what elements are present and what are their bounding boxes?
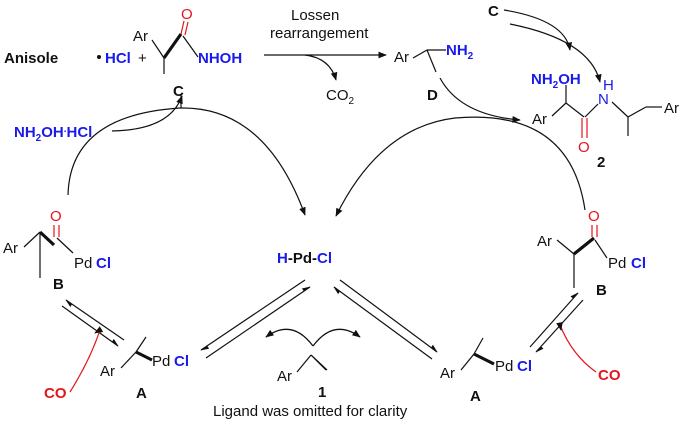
- n-label: N: [598, 91, 609, 108]
- acyl-pd-b-right: Ar O Pd Cl B: [537, 208, 646, 299]
- cl-label-right: Cl: [631, 255, 646, 272]
- cl-label-a-right: Cl: [517, 358, 532, 375]
- label-b-right: B: [596, 282, 607, 299]
- dot-bullet: [97, 55, 101, 59]
- o-label-b-right: O: [588, 208, 600, 225]
- h-label-amide: H: [603, 77, 614, 94]
- ar-label: Ar: [100, 363, 115, 380]
- o-label-top: O: [181, 6, 193, 23]
- hpdcl-label: H-Pd-Cl: [277, 250, 332, 267]
- co-right: CO: [598, 367, 621, 384]
- label-c-top: C: [488, 3, 499, 20]
- plus-sign: +: [138, 50, 147, 67]
- anisole-label: Anisole: [4, 50, 58, 67]
- rearrangement-label: rearrangement: [270, 25, 369, 42]
- cl-label: Cl: [96, 255, 111, 272]
- alkyl-pd-a-right: Ar Pd Cl A: [440, 337, 532, 405]
- cl-label-a: Cl: [174, 353, 189, 370]
- ar-label-2: Ar: [664, 100, 679, 117]
- caption: Ligand was omitted for clarity: [213, 403, 408, 420]
- styrene-1: Ar 1: [277, 354, 328, 401]
- ar-label: Ar: [537, 233, 552, 250]
- nhoh-label: NHOH: [198, 50, 242, 67]
- hcl-label-top: HCl: [105, 50, 131, 67]
- acyl-pd-b-left: Ar O Pd Cl B: [3, 208, 111, 293]
- ar-label: Ar: [133, 28, 148, 45]
- label-2: 2: [597, 154, 605, 171]
- anisole-hcl: Anisole HCl +: [4, 50, 147, 67]
- label-1: 1: [318, 384, 326, 401]
- co-left: CO: [44, 385, 67, 402]
- label-a-left: A: [136, 385, 147, 402]
- co2-label: CO2: [326, 87, 355, 107]
- label-c-left: C: [173, 83, 184, 100]
- pd-label-right: Pd: [608, 255, 626, 272]
- amine-d: Ar NH2 D: [394, 42, 474, 104]
- alkyl-pd-a-left: Ar Pd Cl A: [100, 336, 189, 402]
- o-label-b-left: O: [50, 208, 62, 225]
- nh2oh-right: NH2OH: [531, 71, 581, 91]
- lossen-label: Lossen: [291, 7, 339, 24]
- label-b-left: B: [53, 276, 64, 293]
- pd-label-a-right: Pd: [495, 358, 513, 375]
- lossen-step: Lossen rearrangement CO2: [264, 7, 387, 107]
- ar-label: Ar: [440, 365, 455, 382]
- ar-label: Ar: [394, 49, 409, 66]
- h-pd-cl: H-Pd-Cl: [277, 250, 332, 267]
- ar-label: Ar: [3, 240, 18, 257]
- ar-label: Ar: [277, 368, 292, 385]
- label-a-right: A: [470, 388, 481, 405]
- nh2-label: NH2: [446, 42, 474, 62]
- ar-label: Ar: [532, 111, 547, 128]
- label-d: D: [427, 87, 438, 104]
- product-2: Ar O N H Ar 2: [532, 77, 679, 171]
- nh2oh-hcl: NH2OH.HCl: [14, 124, 92, 144]
- pd-label: Pd: [74, 255, 92, 272]
- o-label-amide: O: [578, 139, 590, 156]
- hydroxamic-acid: Ar O NHOH: [133, 6, 242, 74]
- pd-label-a: Pd: [152, 353, 170, 370]
